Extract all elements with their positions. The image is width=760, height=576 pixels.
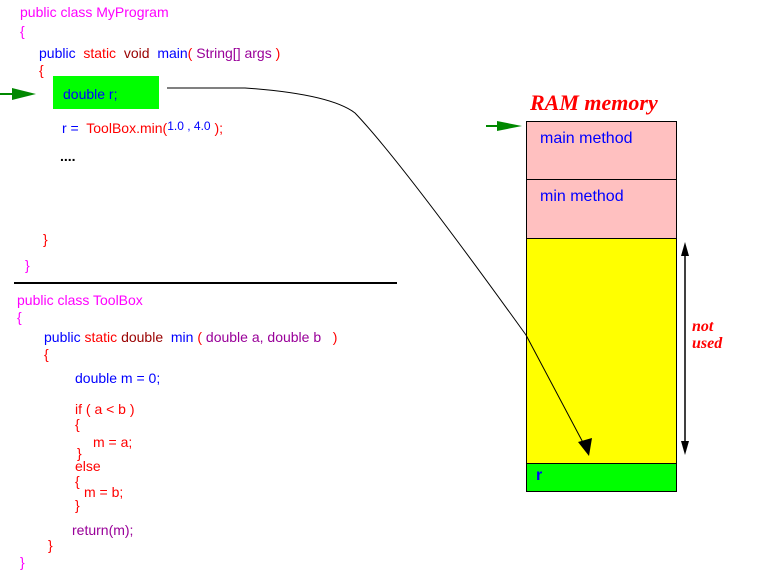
return-stmt: return(m); (72, 522, 134, 538)
keyword-static: static (84, 329, 118, 345)
ram-segment-r: r (527, 464, 676, 491)
ram-segment-unused (527, 239, 676, 464)
method-name-min: min (170, 329, 194, 345)
else-stmt: m = b; (84, 484, 124, 500)
divider-line (14, 282, 397, 284)
min-open-brace: { (44, 346, 49, 362)
segment-label-r: r (536, 467, 543, 484)
myprogram-class-decl: public class MyProgram (20, 4, 169, 20)
decl-line-double-r: double r; (63, 86, 118, 102)
not-used-range-arrow-icon (681, 242, 689, 455)
toolbox-open-brace: { (17, 309, 22, 325)
call-comma: , (187, 119, 191, 133)
current-line-highlight (53, 76, 159, 109)
call-arg1: 1.0 (167, 119, 184, 133)
paren-close: ) (332, 329, 338, 345)
ram-segment-main: main method (527, 122, 676, 180)
not-used-note: not used (692, 318, 722, 352)
segment-label-min: min method (540, 188, 624, 205)
keyword-void: void (123, 45, 150, 61)
call-arg2: 4.0 (193, 119, 211, 133)
variable-connector-arrow-icon (167, 87, 592, 456)
if-close-brace: } (77, 445, 82, 461)
note-line2: used (692, 335, 723, 352)
keyword-public: public (39, 45, 76, 61)
else-keyword: else (75, 458, 101, 474)
paren-open: ( (187, 45, 193, 61)
min-close-brace: } (48, 537, 53, 553)
main-params: String[] args (196, 45, 272, 61)
decl-m: double m = 0; (75, 370, 161, 386)
paren-open: ( (197, 329, 203, 345)
note-line1: not (692, 318, 714, 335)
then-stmt: m = a; (93, 434, 133, 450)
ram-memory-stack: main method min method r (526, 121, 677, 492)
ram-segment-min: min method (527, 180, 676, 239)
toolbox-class-decl: public class ToolBox (17, 292, 143, 308)
myprogram-close-brace: } (25, 257, 30, 273)
keyword-public: public (44, 329, 81, 345)
call-lhs: r = (62, 120, 79, 136)
call-close: ); (214, 120, 224, 136)
min-params: double a, double b (205, 329, 322, 345)
myprogram-open-brace: { (20, 23, 25, 39)
if-open-brace: { (75, 416, 80, 432)
ram-title: RAM memory (530, 90, 658, 115)
main-open-brace: { (39, 62, 44, 78)
paren-close: ) (275, 45, 281, 61)
else-open-brace: { (75, 473, 80, 489)
main-method-signature: public static void main( String[] args ) (39, 45, 280, 61)
min-method-signature: public static double min ( double a, dou… (44, 329, 337, 345)
toolbox-close-brace: } (20, 554, 25, 570)
else-close-brace: } (75, 497, 80, 513)
if-line: if ( a < b ) (75, 401, 135, 417)
call-toolbox-min: ToolBox.min( (86, 120, 168, 136)
segment-label-main: main method (540, 130, 633, 147)
main-close-brace: } (43, 231, 48, 247)
keyword-static: static (83, 45, 117, 61)
return-type-double: double (121, 329, 164, 345)
call-line: r = ToolBox.min(1.0 , 4.0 ); (62, 119, 224, 137)
method-name-main: main (157, 45, 188, 61)
stack-top-arrow-icon (486, 121, 522, 131)
ellipsis: .... (60, 148, 76, 164)
current-line-arrow-icon (0, 88, 36, 100)
